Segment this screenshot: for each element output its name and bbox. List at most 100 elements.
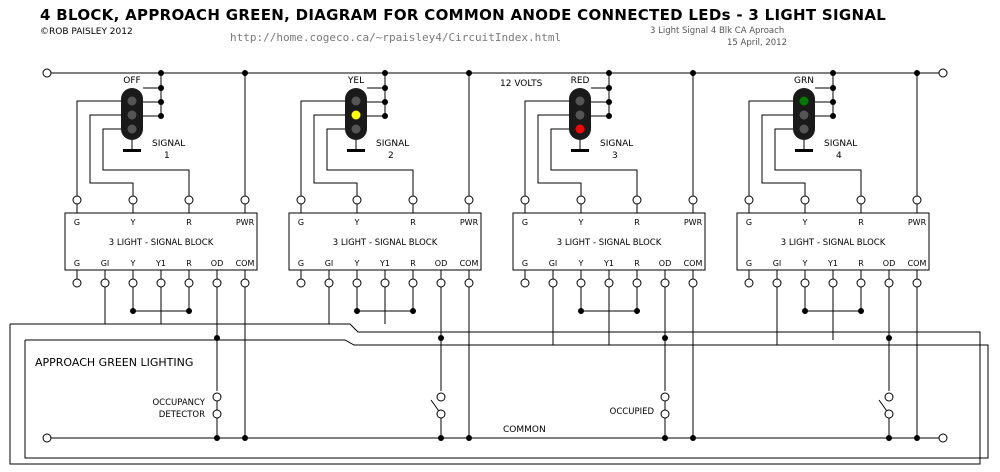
- block-bottom-terminal-label: COM: [236, 259, 255, 268]
- cathode-g-wire: [300, 100, 345, 196]
- junction-dot: [382, 85, 388, 91]
- junction-dot: [242, 435, 248, 441]
- junction-dot: [438, 335, 444, 341]
- terminal: [42, 68, 52, 78]
- source-url[interactable]: http://home.cogeco.ca/~rpaisley4/Circuit…: [230, 31, 562, 44]
- file-date: 15 April, 2012: [727, 38, 787, 48]
- junction-dot: [578, 308, 584, 314]
- terminal: [240, 195, 250, 205]
- approach-inner-loop: [9, 323, 981, 465]
- junction-dot: [662, 335, 668, 341]
- block-bottom-terminal-label: GI: [549, 259, 558, 268]
- terminal: [520, 278, 530, 288]
- junction-dot: [466, 70, 472, 76]
- block-bottom-terminal-label: OD: [659, 259, 671, 268]
- terminal: [800, 195, 810, 205]
- file-name: 3 Light Signal 4 Blk CA Aproach: [650, 26, 785, 36]
- block-bottom-terminal-label: OD: [211, 259, 223, 268]
- terminal: [156, 278, 166, 288]
- block-bottom-terminal-label: G: [746, 259, 752, 268]
- block-top-terminal-label: G: [74, 218, 80, 227]
- block-bottom-terminal-label: R: [186, 259, 192, 268]
- approach-outer-loop: [24, 339, 989, 459]
- block-top-terminal-label: Y: [354, 218, 360, 227]
- junction-dot: [438, 435, 444, 441]
- terminal: [212, 392, 222, 402]
- block-top-terminal-label: R: [634, 218, 640, 227]
- cathode-y-wire: [761, 114, 806, 196]
- junction-dot: [158, 113, 164, 119]
- junction-dot: [214, 335, 220, 341]
- signal-number: 2: [388, 151, 394, 161]
- cathode-r-wire: [326, 128, 414, 196]
- signal-base: [123, 149, 141, 152]
- terminal: [212, 409, 222, 419]
- signal-block: [512, 212, 706, 271]
- terminal: [660, 278, 670, 288]
- terminal: [436, 409, 446, 419]
- signal-aspect-label: YEL: [347, 76, 364, 86]
- junction-dot: [186, 308, 192, 314]
- block-bottom-terminal-label: R: [634, 259, 640, 268]
- terminal: [632, 195, 642, 205]
- terminal: [408, 278, 418, 288]
- terminal: [800, 278, 810, 288]
- terminal: [324, 278, 334, 288]
- occupied-label: OCCUPIED: [610, 407, 655, 417]
- signal-name: SIGNAL: [600, 139, 633, 149]
- junction-dot: [886, 335, 892, 341]
- signal-aspect-label: GRN: [794, 76, 814, 86]
- junction-dot: [830, 99, 836, 105]
- block-top-terminal-label: R: [186, 218, 192, 227]
- terminal: [296, 278, 306, 288]
- terminal: [296, 195, 306, 205]
- block-bottom-terminal-label: Y: [130, 259, 136, 268]
- common-label: COMMON: [503, 425, 546, 435]
- junction-dot: [802, 308, 808, 314]
- block-bottom-terminal-label: R: [410, 259, 416, 268]
- terminal: [856, 278, 866, 288]
- block-bottom-terminal-label: GI: [773, 259, 782, 268]
- block-top-terminal-label: R: [858, 218, 864, 227]
- block-bottom-terminal-label: COM: [460, 259, 479, 268]
- terminal: [884, 392, 894, 402]
- block-bottom-terminal-label: OD: [435, 259, 447, 268]
- signal-lamp: [127, 124, 137, 134]
- block-bottom-terminal-label: G: [298, 259, 304, 268]
- terminal: [128, 195, 138, 205]
- terminal: [184, 195, 194, 205]
- junction-dot: [382, 113, 388, 119]
- cathode-y-wire: [537, 114, 582, 196]
- junction-dot: [382, 99, 388, 105]
- signal-lamp: [351, 96, 361, 106]
- block-top-terminal-label: PWR: [684, 218, 703, 227]
- terminal: [884, 409, 894, 419]
- terminal: [604, 278, 614, 288]
- terminal: [464, 195, 474, 205]
- terminal: [436, 278, 446, 288]
- junction-dot: [606, 85, 612, 91]
- signal-lamp: [575, 124, 585, 134]
- signal-base: [571, 149, 589, 152]
- copyright: ©ROB PAISLEY 2012: [40, 27, 133, 37]
- block-bottom-terminal-label: OD: [883, 259, 895, 268]
- junction-dot: [914, 70, 920, 76]
- junction-dot: [606, 70, 612, 76]
- junction-dot: [606, 113, 612, 119]
- terminal: [912, 278, 922, 288]
- occupancy-label: OCCUPANCY: [152, 398, 205, 408]
- signal-lamp: [351, 124, 361, 134]
- terminal: [856, 195, 866, 205]
- signal-aspect-label: RED: [571, 76, 590, 86]
- signal-aspect-label: OFF: [123, 76, 140, 86]
- signal-lamp: [575, 96, 585, 106]
- signal-base: [347, 149, 365, 152]
- signal-lamp: [799, 110, 809, 120]
- terminal: [632, 278, 642, 288]
- block-bottom-terminal-label: Y1: [379, 259, 390, 268]
- signal-number: 4: [836, 151, 842, 161]
- junction-dot: [830, 70, 836, 76]
- terminal: [408, 195, 418, 205]
- supply-label: 12 VOLTS: [500, 79, 543, 89]
- block-top-terminal-label: G: [298, 218, 304, 227]
